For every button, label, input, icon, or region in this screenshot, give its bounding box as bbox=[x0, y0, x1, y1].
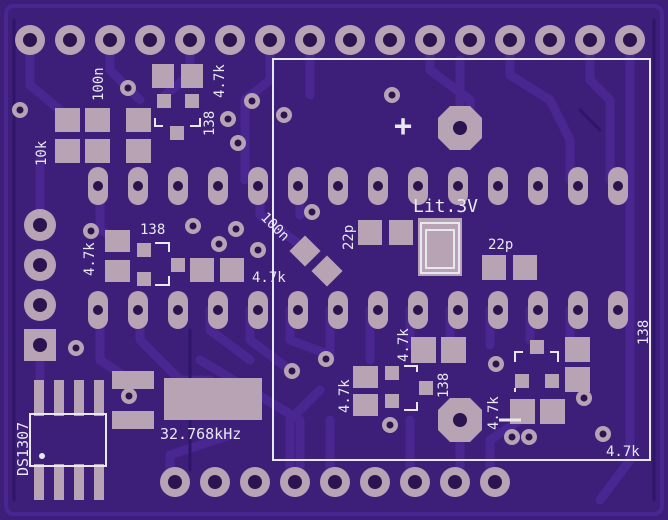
label-ic-138-mid: 138 bbox=[140, 222, 165, 238]
label-crystal: 32.768kHz bbox=[160, 425, 241, 443]
battery-terminal-minus bbox=[438, 398, 482, 442]
label-c-22p-right: 22p bbox=[488, 237, 513, 253]
label-r-10k: 10k bbox=[34, 140, 50, 166]
label-rtc: DS1307 bbox=[14, 422, 32, 476]
label-r-47k-lower2: 4.7k bbox=[337, 379, 353, 413]
label-r-47k-mid: 4.7k bbox=[252, 270, 286, 286]
copper-pour-edge bbox=[4, 4, 664, 516]
header-bottom bbox=[160, 467, 510, 497]
battery-outline bbox=[272, 58, 651, 461]
label-plus: + bbox=[394, 109, 412, 144]
label-r-47k-top: 4.7k bbox=[212, 64, 228, 98]
label-r-47k-left: 4.7k bbox=[82, 242, 98, 276]
silk-text: 100n 4.7k 10k 138 138 4.7k 100n 4.7k 22p… bbox=[14, 64, 652, 476]
label-c-22p-left: 22p bbox=[341, 225, 357, 250]
label-ic-138-right: 138 bbox=[636, 320, 652, 345]
label-ic-138-top: 138 bbox=[202, 111, 218, 136]
label-r-47k-right: 4.7k bbox=[606, 444, 640, 460]
label-c-100n-top: 100n bbox=[91, 67, 107, 101]
smd-pads bbox=[34, 64, 590, 500]
header-left bbox=[24, 209, 56, 361]
battery-terminal-plus bbox=[438, 106, 482, 150]
silk-outlines bbox=[29, 118, 559, 467]
label-battery: Lit.3V bbox=[413, 196, 478, 217]
label-r-47k-lower1: 4.7k bbox=[396, 328, 412, 362]
ds1307-pin1-dot bbox=[39, 453, 45, 459]
label-ic-138-lower: 138 bbox=[436, 373, 452, 398]
label-r-47k-lower3: 4.7k bbox=[486, 396, 502, 430]
